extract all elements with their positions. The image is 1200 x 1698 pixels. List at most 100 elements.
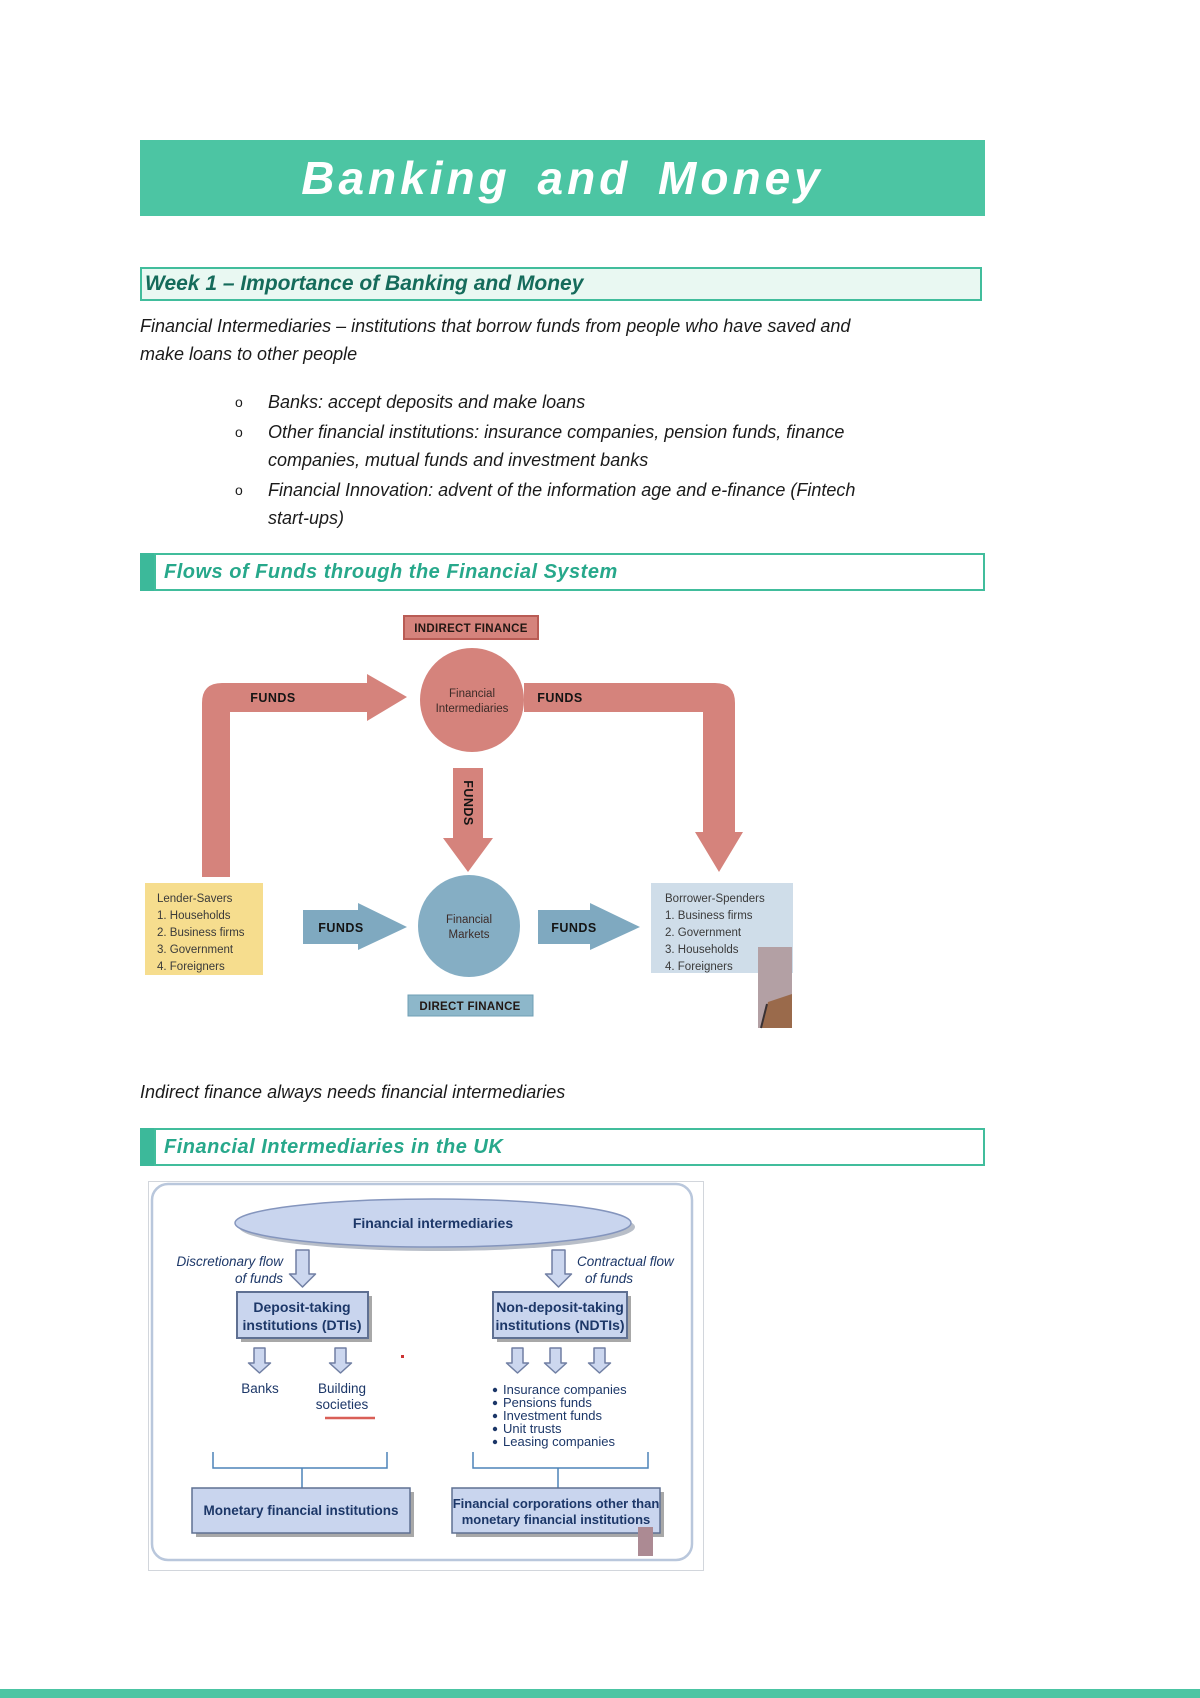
bullet-line: start-ups) bbox=[268, 508, 345, 528]
bullet-marker: o bbox=[235, 482, 243, 498]
ndti-bullet-list: Insurance companies Pensions funds Inves… bbox=[492, 1382, 627, 1449]
borrower-spenders-title: Borrower-Spenders bbox=[665, 893, 765, 905]
bullet-line: Other financial institutions: insurance … bbox=[268, 422, 845, 442]
photo-artifact bbox=[758, 947, 792, 1029]
dti-box bbox=[236, 1291, 369, 1339]
indirect-finance-note: Indirect finance always needs financial … bbox=[140, 1082, 566, 1102]
lender-savers-item: 3. Government bbox=[157, 944, 234, 956]
root-label: Financial intermediaries bbox=[353, 1215, 513, 1231]
bullet-line: Financial Innovation: advent of the info… bbox=[268, 480, 856, 500]
bullet-text: Other financial institutions: insurance … bbox=[268, 418, 958, 474]
non-mfi-line1: Financial corporations other than bbox=[453, 1496, 660, 1511]
section-marker-square bbox=[140, 1128, 154, 1166]
funds-label-blue-right: FUNDS bbox=[551, 921, 597, 935]
borrower-spenders-item: 3. Households bbox=[665, 944, 739, 956]
photo-artifact-small bbox=[638, 1527, 653, 1556]
funds-flow-arrow-right bbox=[524, 683, 743, 872]
small-arrow-banks bbox=[247, 1347, 272, 1374]
banks-label: Banks bbox=[241, 1381, 279, 1396]
ndti-item: Investment funds bbox=[503, 1408, 602, 1423]
fi-circle-line2: Intermediaries bbox=[436, 703, 509, 715]
section-marker-square bbox=[140, 553, 154, 591]
financial-markets-circle bbox=[418, 875, 520, 977]
lender-savers-box bbox=[145, 883, 263, 975]
bullet-marker: o bbox=[235, 424, 243, 440]
funds-label-middle: FUNDS bbox=[461, 780, 475, 826]
bullet-text: Financial Innovation: advent of the info… bbox=[268, 476, 958, 532]
discretionary-flow-line2: of funds bbox=[235, 1271, 283, 1286]
list-item: o Other financial institutions: insuranc… bbox=[140, 418, 1000, 474]
root-ellipse bbox=[234, 1198, 632, 1248]
mfi-box bbox=[191, 1487, 411, 1534]
funds-blue-arrow-right bbox=[538, 903, 640, 950]
indirect-finance-tag bbox=[403, 615, 539, 640]
bullet-text: Banks: accept deposits and make loans bbox=[268, 392, 586, 412]
bullet-line: companies, mutual funds and investment b… bbox=[268, 450, 649, 470]
lender-savers-title: Lender-Savers bbox=[157, 893, 233, 905]
dti-line1: Deposit-taking bbox=[253, 1299, 350, 1315]
diagram-rounded-border bbox=[150, 1182, 694, 1562]
ndti-line1: Non-deposit-taking bbox=[496, 1299, 624, 1315]
dti-line2: institutions (DTIs) bbox=[243, 1317, 362, 1333]
funds-label-blue-left: FUNDS bbox=[318, 921, 364, 935]
fm-circle-line2: Markets bbox=[449, 929, 490, 941]
lender-savers-item: 2. Business firms bbox=[157, 927, 245, 939]
borrower-spenders-item: 2. Government bbox=[665, 927, 742, 939]
borrower-spenders-item: 1. Business firms bbox=[665, 910, 753, 922]
list-item: o Banks: accept deposits and make loans bbox=[140, 388, 1000, 416]
funds-flow-arrow-left bbox=[202, 674, 407, 877]
ndti-box bbox=[492, 1291, 628, 1339]
financial-intermediaries-circle bbox=[420, 648, 524, 752]
contractual-flow-line2: of funds bbox=[585, 1271, 633, 1286]
week1-heading: Week 1 – Importance of Banking and Money bbox=[140, 267, 982, 301]
flows-heading-text: Flows of Funds through the Financial Sys… bbox=[164, 560, 618, 583]
small-arrow-ndti-1 bbox=[505, 1347, 530, 1374]
page-bottom-bar bbox=[0, 1689, 1200, 1698]
bullet-marker: o bbox=[235, 394, 243, 410]
building-line2: societies bbox=[316, 1397, 369, 1412]
bullet-list: o Banks: accept deposits and make loans … bbox=[140, 388, 1000, 534]
down-arrow-ndti bbox=[544, 1249, 573, 1288]
left-bracket bbox=[212, 1452, 388, 1490]
fm-circle-line1: Financial bbox=[446, 914, 492, 926]
intro-paragraph: Financial Intermediaries – institutions … bbox=[140, 312, 1000, 368]
list-item: o Financial Innovation: advent of the in… bbox=[140, 476, 1000, 532]
mfi-label: Monetary financial institutions bbox=[203, 1503, 398, 1518]
direct-finance-tag bbox=[407, 994, 534, 1017]
discretionary-flow-line1: Discretionary flow bbox=[176, 1254, 284, 1269]
uk-heading-text: Financial Intermediaries in the UK bbox=[164, 1135, 504, 1158]
funds-blue-arrow-left bbox=[303, 903, 407, 950]
indirect-finance-label: INDIRECT FINANCE bbox=[414, 623, 527, 635]
fi-circle-line1: Financial bbox=[449, 688, 495, 700]
direct-finance-label: DIRECT FINANCE bbox=[419, 1001, 520, 1013]
uk-intermediaries-diagram: Financial intermediaries Discretionary f… bbox=[148, 1181, 704, 1571]
ndti-line2: institutions (NDTIs) bbox=[495, 1317, 624, 1333]
ndti-item: Insurance companies bbox=[503, 1382, 627, 1397]
small-arrow-building bbox=[328, 1347, 353, 1374]
borrower-spenders-item: 4. Foreigners bbox=[665, 961, 733, 973]
intro-line-2: make loans to other people bbox=[140, 344, 358, 364]
non-mfi-box bbox=[451, 1487, 661, 1534]
red-dot-artifact bbox=[401, 1355, 404, 1358]
funds-label-right: FUNDS bbox=[537, 691, 583, 705]
lender-savers-item: 4. Foreigners bbox=[157, 961, 225, 973]
flows-of-funds-diagram: INDIRECT FINANCE Financial Intermediarie… bbox=[145, 615, 793, 1029]
funds-label-left: FUNDS bbox=[250, 691, 296, 705]
ndti-item: Pensions funds bbox=[503, 1395, 592, 1410]
lender-savers-item: 1. Households bbox=[157, 910, 231, 922]
contractual-flow-line1: Contractual flow bbox=[577, 1254, 675, 1269]
building-line1: Building bbox=[318, 1381, 366, 1396]
ndti-item: Unit trusts bbox=[503, 1421, 562, 1436]
intro-line-1: Financial Intermediaries – institutions … bbox=[140, 316, 851, 336]
funds-down-arrow bbox=[443, 768, 493, 872]
page-title: Banking and Money bbox=[301, 152, 824, 204]
down-arrow-dti bbox=[288, 1249, 317, 1288]
small-arrow-ndti-3 bbox=[587, 1347, 612, 1374]
week1-heading-text: Week 1 – Importance of Banking and Money bbox=[145, 272, 584, 295]
ndti-item: Leasing companies bbox=[503, 1434, 616, 1449]
uk-heading: Financial Intermediaries in the UK bbox=[154, 1128, 985, 1166]
non-mfi-line2: monetary financial institutions bbox=[462, 1512, 651, 1527]
small-arrow-ndti-2 bbox=[543, 1347, 568, 1374]
right-bracket bbox=[472, 1452, 649, 1490]
title-banner: Banking and Money bbox=[140, 140, 985, 216]
